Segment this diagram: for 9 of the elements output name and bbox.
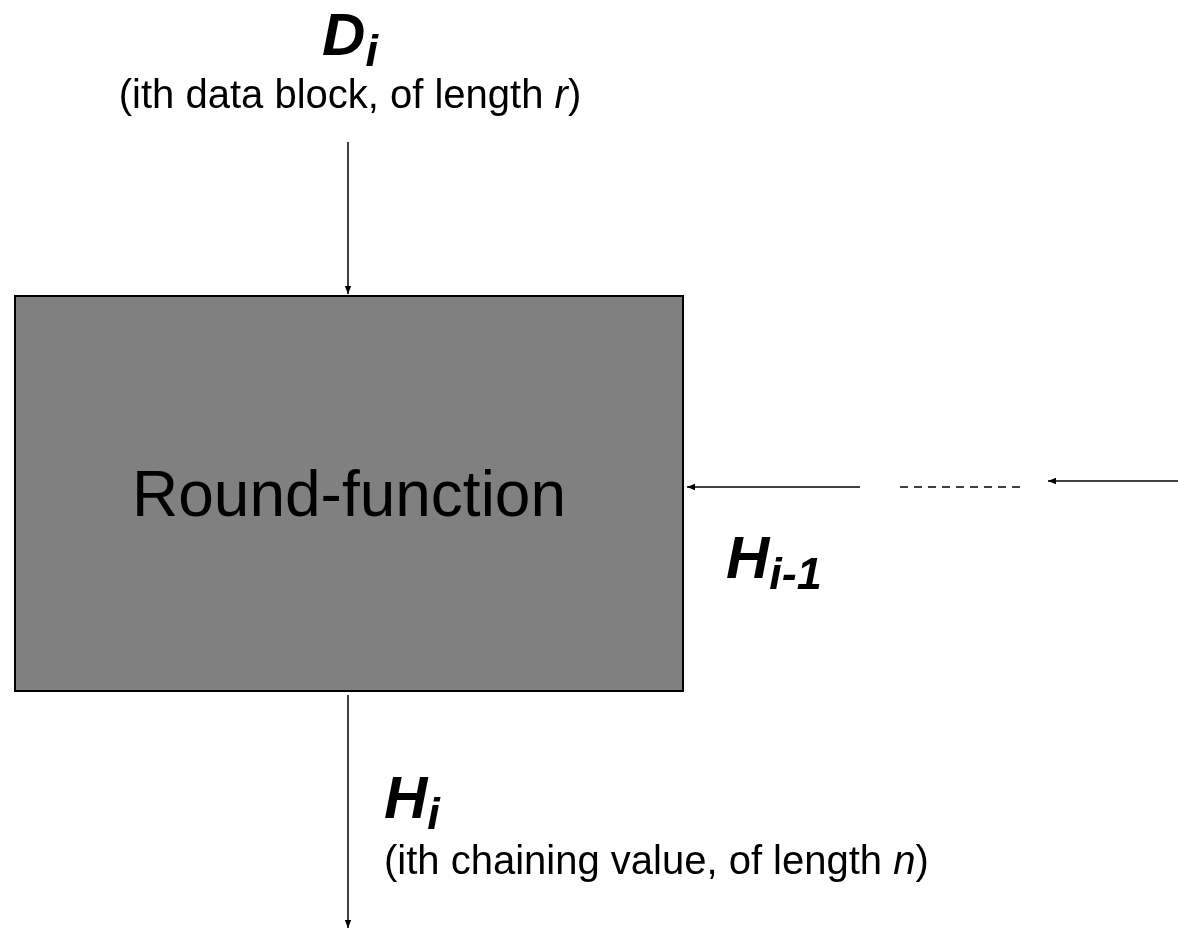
arrow xyxy=(344,694,352,929)
value-symbol: H$_{i-1}$ xyxy=(726,523,822,595)
input-symbol: D$_{i}$ xyxy=(322,0,378,70)
arrow xyxy=(344,141,352,295)
box-label: Round-function xyxy=(131,456,567,532)
output-description: (ith chaining value, of length n) xyxy=(384,837,929,884)
arrow xyxy=(686,483,861,491)
process-box xyxy=(14,295,684,692)
value-symbol: H$_{i}$ xyxy=(384,763,440,835)
